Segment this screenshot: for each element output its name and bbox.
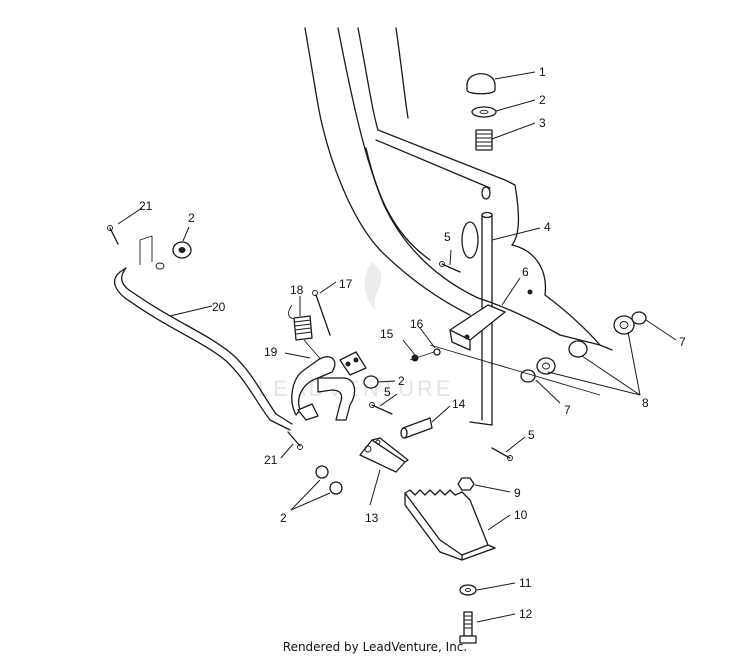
label-15: 15 xyxy=(380,327,394,341)
washer-middle xyxy=(363,375,379,389)
linkage-rod xyxy=(113,267,293,431)
pedal-arm xyxy=(291,351,367,421)
label-6: 6 xyxy=(522,265,529,279)
label-2-middle: 2 xyxy=(398,374,405,388)
footer-credit: Rendered by LeadVenture, Inc. xyxy=(282,640,468,654)
label-5-middle: 5 xyxy=(384,385,391,399)
nut-9 xyxy=(457,477,475,491)
clevis-pin xyxy=(400,417,433,439)
label-7-middle: 7 xyxy=(564,403,571,417)
label-19: 19 xyxy=(264,345,278,359)
cotter-pin-middle xyxy=(369,402,393,415)
label-17: 17 xyxy=(339,277,353,291)
cotter-pins-21 xyxy=(107,225,303,450)
label-13: 13 xyxy=(365,511,379,525)
rod-bracket xyxy=(449,289,533,351)
label-21-lower: 21 xyxy=(264,453,278,467)
label-21-upper: 21 xyxy=(139,199,153,213)
label-16: 16 xyxy=(410,317,424,331)
bolt-12 xyxy=(459,611,477,644)
label-3: 3 xyxy=(539,116,546,130)
label-20: 20 xyxy=(212,300,226,314)
leader-lines xyxy=(117,71,677,623)
foot-pedal xyxy=(404,489,496,561)
label-10: 10 xyxy=(514,508,528,522)
washers-lower-left xyxy=(315,465,343,495)
watermark-flame-icon xyxy=(364,262,382,310)
watermark: LEADVENTURE xyxy=(258,262,454,401)
label-2-upper-left: 2 xyxy=(188,211,195,225)
washer-top-left xyxy=(172,241,192,259)
part-labels: 1 2 3 4 5 6 7 8 7 21 2 20 17 18 19 15 16… xyxy=(139,65,686,621)
label-14: 14 xyxy=(452,397,466,411)
cotter-pin-lower xyxy=(491,447,513,461)
cotter-pin-upper xyxy=(439,261,461,273)
label-12: 12 xyxy=(519,607,533,621)
label-9: 9 xyxy=(514,486,521,500)
watermark-text: LEADVENTURE xyxy=(258,376,454,401)
label-5-lower: 5 xyxy=(528,428,535,442)
bolt-15-nut-16 xyxy=(409,348,441,362)
label-1: 1 xyxy=(539,65,546,79)
clevis-13 xyxy=(359,437,409,473)
label-2-lower: 2 xyxy=(280,511,287,525)
washer-11 xyxy=(459,584,477,596)
top-hardware xyxy=(466,73,497,151)
bushings-right xyxy=(429,311,647,396)
label-8: 8 xyxy=(642,396,649,410)
label-5-upper: 5 xyxy=(444,230,451,244)
label-7-right: 7 xyxy=(679,335,686,349)
label-2-cap-washer: 2 xyxy=(539,93,546,107)
fender-frame xyxy=(304,27,613,351)
pin-17 xyxy=(312,290,331,336)
label-11: 11 xyxy=(519,576,532,590)
label-18: 18 xyxy=(290,283,304,297)
label-4: 4 xyxy=(544,220,551,234)
